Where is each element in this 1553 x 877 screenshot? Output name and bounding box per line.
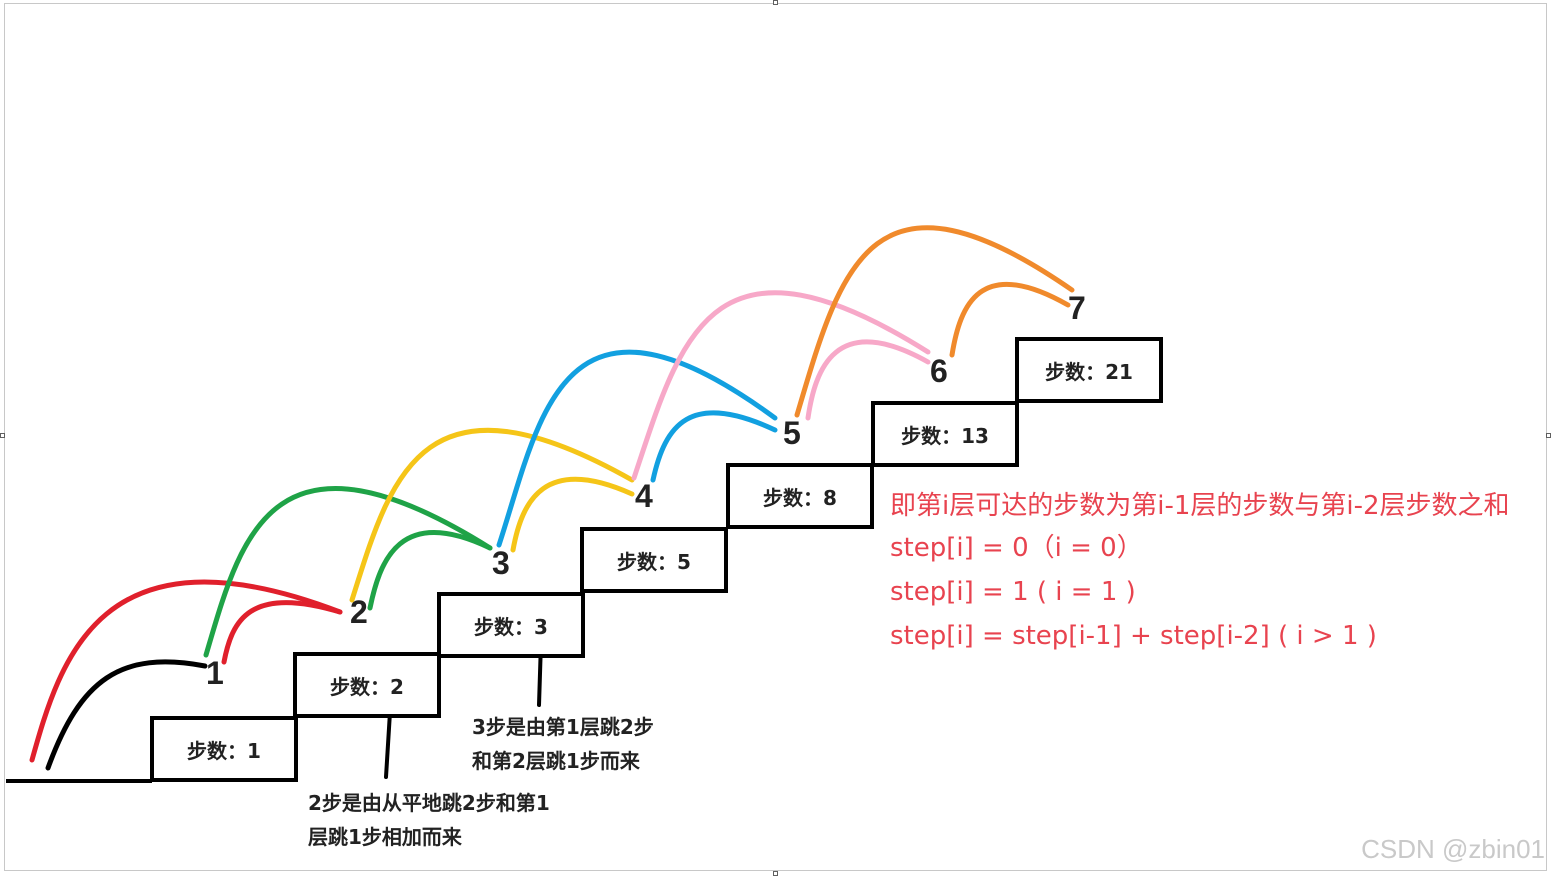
arc-ground-to-1 <box>45 659 208 771</box>
step-count-1: 步数：1 <box>187 738 261 763</box>
floor-label-7: 7 <box>1068 290 1086 326</box>
arc-3-to-4 <box>510 476 635 553</box>
stair-box-1: 步数：1 <box>150 716 298 782</box>
note-step3: 3步是由第1层跳2步 和第2层跳1步而来 <box>472 710 654 778</box>
arc-1-to-2 <box>221 600 343 665</box>
floor-label-3: 3 <box>492 545 510 581</box>
stair-box-4: 步数：5 <box>580 527 728 593</box>
recurrence-formula: 即第i层可达的步数为第i-1层的步数与第i-2层步数之和 step[i] = 0… <box>890 484 1510 658</box>
arc-1-to-3 <box>203 485 493 658</box>
note-step2: 2步是由从平地跳2步和第1 层跳1步相加而来 <box>308 786 550 854</box>
stair-box-5: 步数：8 <box>726 463 874 529</box>
floor-label-5: 5 <box>783 415 801 451</box>
stair-box-3: 步数：3 <box>437 592 585 658</box>
step-count-4: 步数：5 <box>617 549 691 574</box>
step-count-2: 步数：2 <box>330 674 404 699</box>
arc-4-to-6 <box>631 290 931 481</box>
resize-handle-bottom[interactable] <box>773 871 778 876</box>
watermark: CSDN @zbin01 <box>1361 834 1545 864</box>
arc-4-to-5 <box>650 410 778 483</box>
floor-label-1: 1 <box>206 655 224 691</box>
floor-label-2: 2 <box>350 594 368 630</box>
note-step2-line-2: 层跳1步相加而来 <box>308 825 462 849</box>
floor-label-4: 4 <box>635 478 653 514</box>
arc-ground-to-2 <box>29 579 343 763</box>
formula-line-3: step[i] = 1 ( i = 1 ) <box>890 577 1136 607</box>
arc-2-to-4 <box>349 427 635 603</box>
step-count-7: 步数：21 <box>1045 359 1133 384</box>
resize-handle-top[interactable] <box>773 0 778 5</box>
resize-handle-right[interactable] <box>1546 433 1551 438</box>
note-step3-line-1: 3步是由第1层跳2步 <box>472 715 654 739</box>
arc-6-to-7 <box>949 281 1071 358</box>
formula-line-2: step[i] = 0（i = 0） <box>890 533 1143 563</box>
note-step3-line-2: 和第2层跳1步而来 <box>472 749 640 773</box>
arc-2-to-3 <box>367 530 493 611</box>
resize-handle-left[interactable] <box>0 433 5 438</box>
floor-label-6: 6 <box>930 353 948 389</box>
stair-box-7: 步数：21 <box>1015 337 1163 403</box>
note-step2-line-1: 2步是由从平地跳2步和第1 <box>308 791 550 815</box>
arc-5-to-7 <box>794 225 1075 418</box>
arc-5-to-6 <box>805 339 931 421</box>
step-count-3: 步数：3 <box>474 614 548 639</box>
arc-3-to-5 <box>496 349 778 548</box>
stair-box-6: 步数：13 <box>871 401 1019 467</box>
step-count-6: 步数：13 <box>901 423 989 448</box>
stair-box-2: 步数：2 <box>293 652 441 718</box>
formula-line-1: 即第i层可达的步数为第i-1层的步数与第i-2层步数之和 <box>890 491 1510 521</box>
pointer-line-step2 <box>384 710 392 779</box>
formula-line-4: step[i] = step[i-1] + step[i-2] ( i > 1 … <box>890 621 1377 651</box>
step-count-5: 步数：8 <box>763 485 837 510</box>
